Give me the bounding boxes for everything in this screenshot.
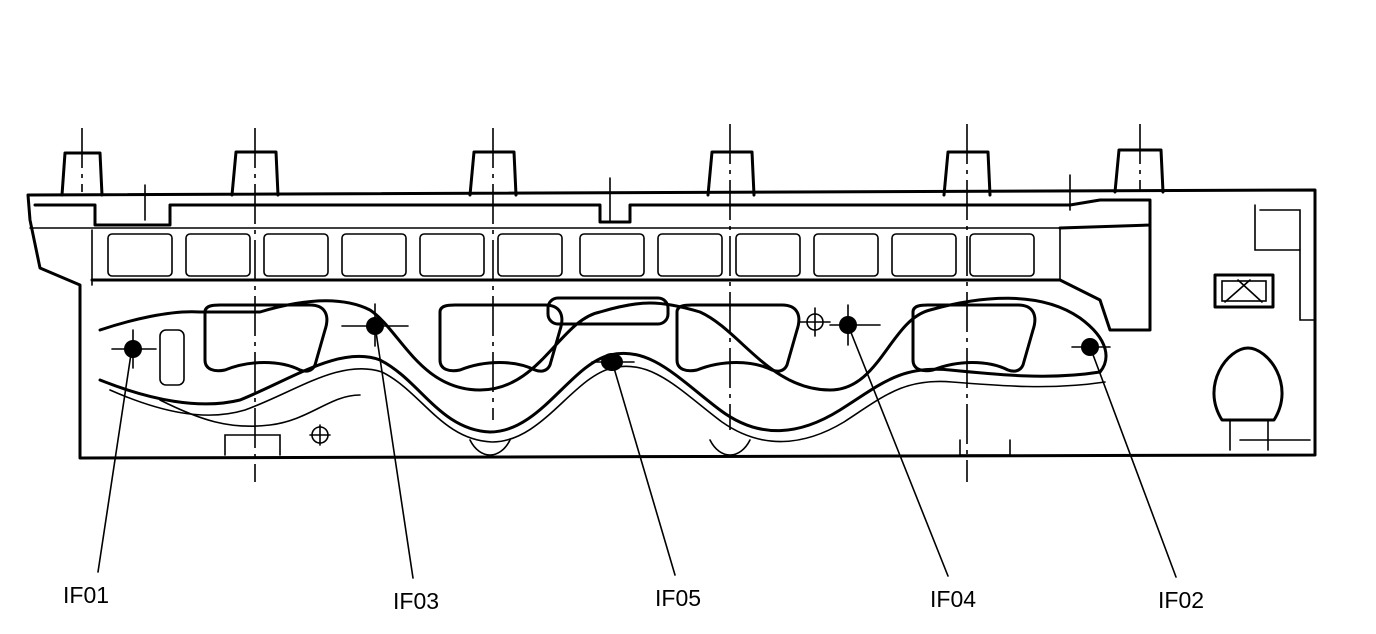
label-if04: IF04 [930, 586, 977, 612]
leader-if02 [1091, 351, 1177, 578]
label-if01: IF01 [63, 582, 110, 608]
head-body-outline [26, 188, 1317, 460]
rib-pockets [107, 233, 1035, 277]
stud-if05 [591, 353, 635, 371]
stud-if04 [829, 304, 881, 346]
bottom-bosses [224, 424, 1011, 456]
center-lines [81, 124, 1141, 482]
leader-if03 [375, 331, 414, 579]
exhaust-ports [159, 296, 1037, 386]
leader-lines [97, 329, 1177, 579]
extra-stud-hole [799, 307, 831, 337]
leader-if01 [97, 353, 132, 573]
stud-holes [111, 303, 1111, 371]
exhaust-flange [98, 296, 1108, 443]
leader-if05 [613, 367, 676, 576]
top-bosses [60, 148, 1165, 197]
label-if05: IF05 [655, 585, 702, 611]
label-if02: IF02 [1158, 587, 1205, 613]
stud-if03 [341, 303, 409, 347]
right-end-detail [1058, 204, 1316, 451]
leader-if04 [849, 329, 949, 577]
stud-if02 [1071, 338, 1111, 356]
stud-if01 [111, 329, 157, 369]
label-if03: IF03 [393, 588, 440, 614]
